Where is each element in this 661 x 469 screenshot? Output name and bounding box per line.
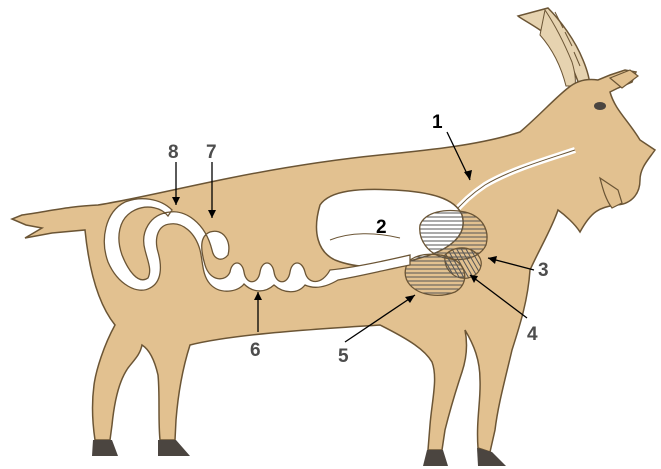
label-7: 7 — [206, 142, 217, 163]
label-3: 3 — [538, 260, 549, 281]
abomasum — [405, 254, 465, 295]
label-6: 6 — [250, 340, 261, 361]
horns — [518, 8, 590, 88]
hooves — [92, 440, 506, 466]
label-1: 1 — [432, 112, 443, 133]
label-8: 8 — [168, 142, 179, 163]
label-2: 2 — [376, 217, 387, 238]
label-4: 4 — [527, 324, 538, 345]
eye — [594, 102, 606, 110]
label-5: 5 — [338, 346, 349, 367]
